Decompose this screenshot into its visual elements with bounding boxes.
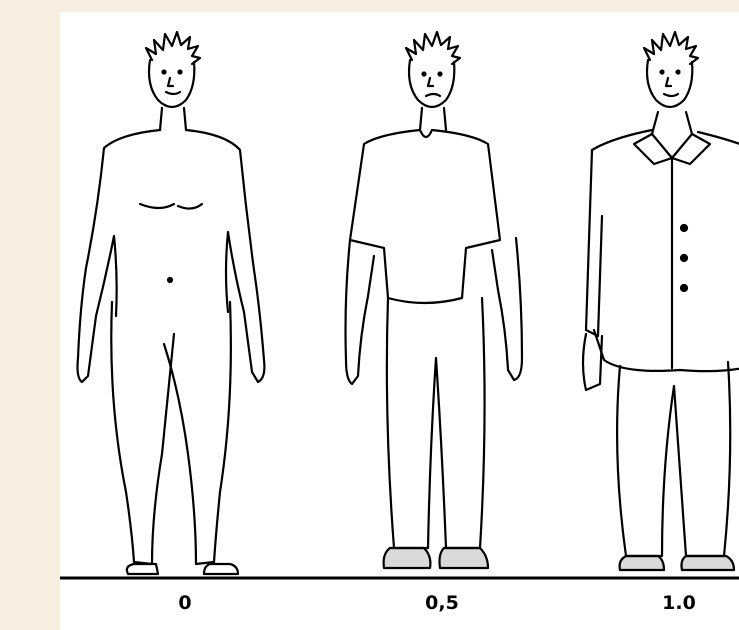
clothing-figures-drawing — [60, 12, 739, 630]
label-unclothed: 0 — [145, 592, 225, 614]
figure-business-suit — [583, 32, 739, 570]
label-summer-clothes: 0,5 — [402, 592, 482, 614]
figure-unclothed — [78, 32, 265, 574]
illustration-panel — [60, 12, 739, 630]
figure-summer-clothes — [346, 32, 523, 568]
label-business-suit: 1.0 — [639, 592, 719, 614]
